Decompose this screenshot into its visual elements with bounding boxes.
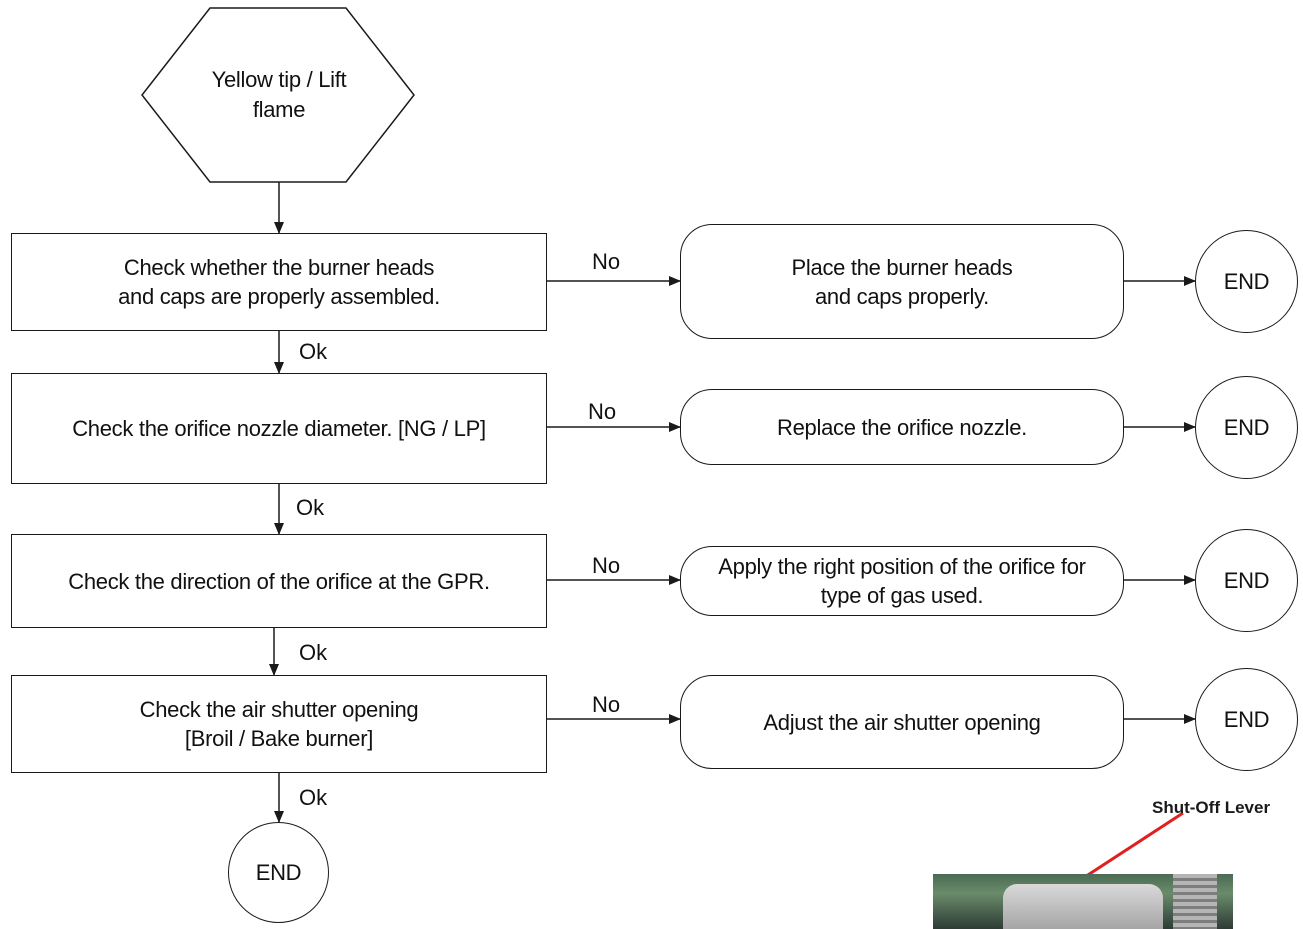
no-label-step2: No xyxy=(588,399,617,424)
end-final: END xyxy=(228,822,329,923)
valve-fitting-image xyxy=(1173,874,1217,929)
no-label-step1: No xyxy=(592,249,621,274)
end-step1: END xyxy=(1195,230,1298,333)
check-air-shutter-box: Check the air shutter opening [Broil / B… xyxy=(11,675,547,773)
ok-label-step3: Ok xyxy=(299,640,328,665)
valve-body-image xyxy=(1003,884,1163,929)
check-orifice-direction-box: Check the direction of the orifice at th… xyxy=(11,534,547,628)
start-hexagon xyxy=(141,7,415,183)
ok-label-step2: Ok xyxy=(296,495,325,520)
adjust-air-shutter-box: Adjust the air shutter opening xyxy=(680,675,1124,769)
end-step2: END xyxy=(1195,376,1298,479)
end-step3: END xyxy=(1195,529,1298,632)
end-step4: END xyxy=(1195,668,1298,771)
start-label: Yellow tip / Lift flame xyxy=(211,67,347,122)
place-burner-heads-box: Place the burner heads and caps properly… xyxy=(680,224,1124,339)
no-label-step4: No xyxy=(592,692,621,717)
apply-orifice-position-box: Apply the right position of the orifice … xyxy=(680,546,1124,616)
shut-off-lever-label: Shut-Off Lever xyxy=(1152,798,1271,817)
ok-label-step4: Ok xyxy=(299,785,328,810)
replace-orifice-box: Replace the orifice nozzle. xyxy=(680,389,1124,465)
check-burner-heads-box: Check whether the burner heads and caps … xyxy=(11,233,547,331)
no-label-step3: No xyxy=(592,553,621,578)
check-orifice-diameter-box: Check the orifice nozzle diameter. [NG /… xyxy=(11,373,547,484)
gas-valve-photo xyxy=(933,874,1233,929)
ok-label-step1: Ok xyxy=(299,339,328,364)
